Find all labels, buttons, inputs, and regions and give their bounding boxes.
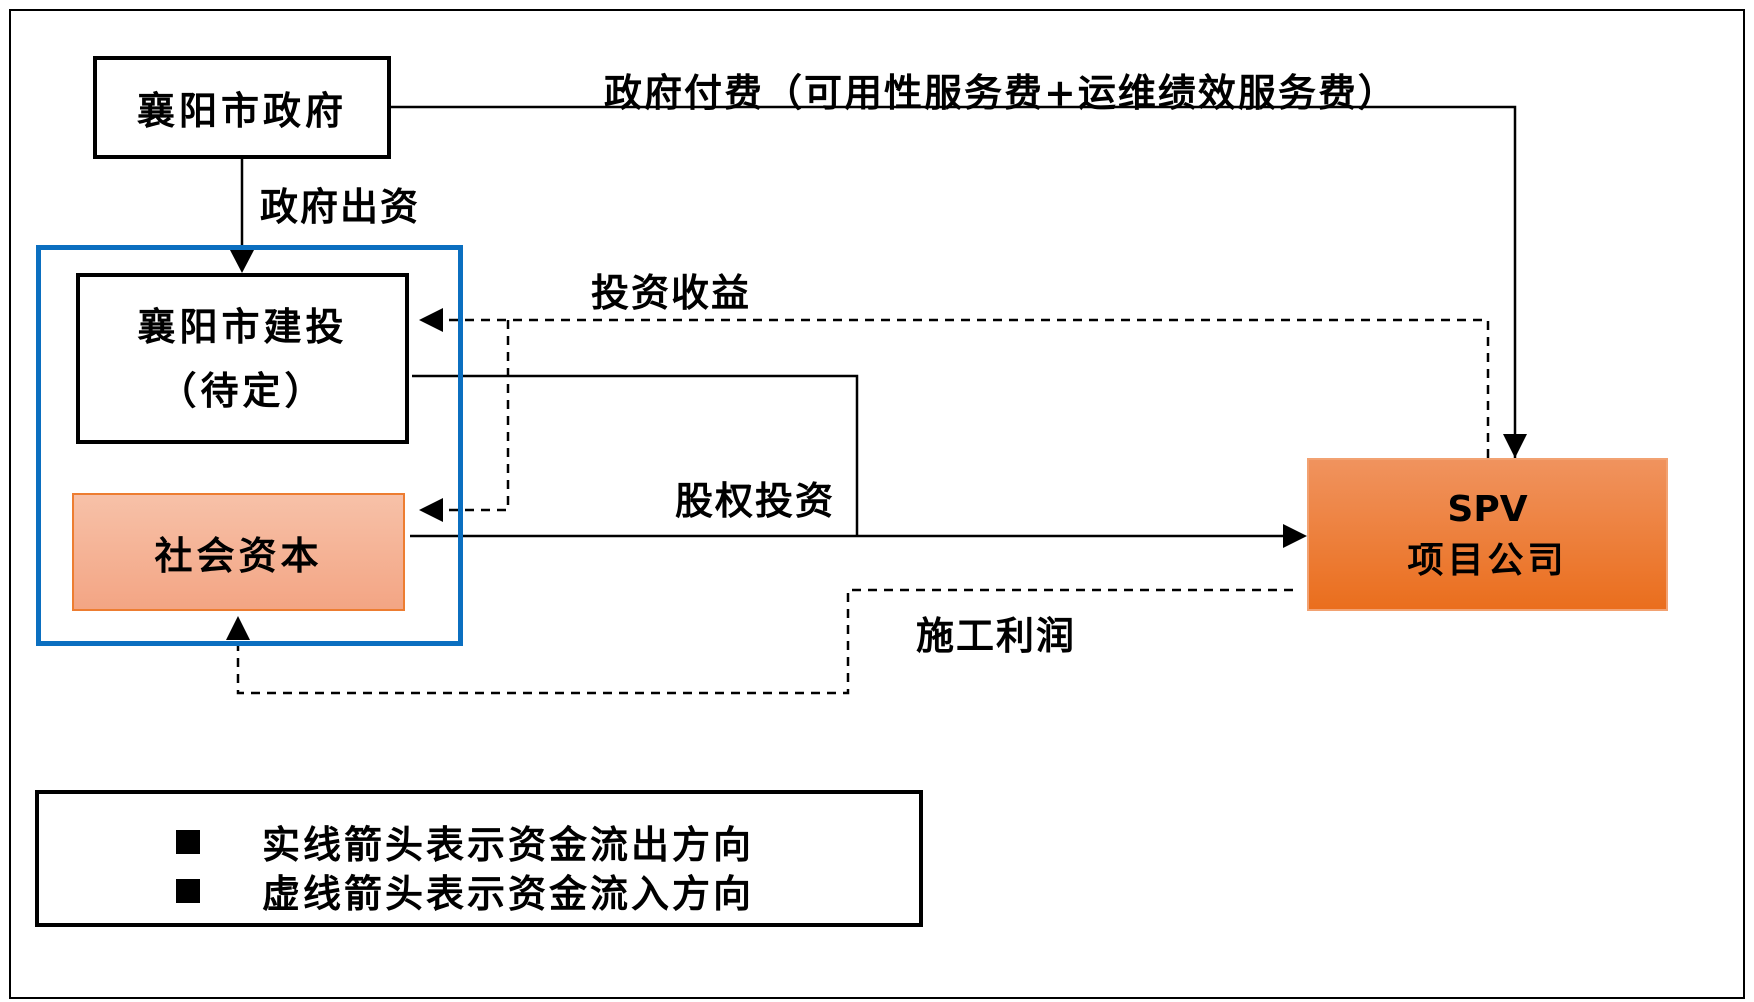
legend-item-dashed: 虚线箭头表示资金流入方向 [176, 863, 754, 918]
social-capital-label: 社会资本 [154, 532, 323, 578]
government-and-social-capital-group [36, 245, 463, 646]
government-capital-arrowhead [230, 250, 254, 273]
square-bullet-icon [176, 878, 200, 903]
equity-investment-arrowhead [1283, 524, 1307, 548]
government-payment-line [391, 105, 1517, 458]
construction-investment-node: 襄阳市建投 （待定） [76, 273, 409, 444]
construction-profit-label: 施工利润 [916, 613, 1077, 658]
legend-text-dashed: 虚线箭头表示资金流入方向 [262, 871, 755, 916]
government-label: 襄阳市政府 [136, 88, 347, 133]
investment-return-arrowhead-social [419, 498, 443, 522]
government-payment-arrowhead [1503, 434, 1527, 458]
government-capital-label: 政府出资 [260, 184, 421, 229]
investment-return-label: 投资收益 [591, 270, 752, 315]
spv-node: SPV 项目公司 [1307, 458, 1668, 611]
social-capital-node: 社会资本 [72, 493, 405, 611]
equity-investment-line-construction [412, 374, 859, 536]
investment-return-line [440, 318, 1490, 458]
construction-profit-line [236, 588, 1293, 695]
investment-return-arrowhead-construction [419, 308, 443, 332]
construction-profit-arrowhead [226, 616, 250, 640]
spv-label-zh: 项目公司 [1407, 538, 1568, 581]
legend-text-solid: 实线箭头表示资金流出方向 [262, 822, 755, 867]
construction-investment-sublabel: （待定） [158, 367, 327, 413]
legend-box: 实线箭头表示资金流出方向 虚线箭头表示资金流入方向 [35, 790, 923, 927]
square-bullet-icon [176, 829, 200, 854]
government-payment-label: 政府付费（可用性服务费+运维绩效服务费） [604, 70, 1398, 115]
construction-investment-label: 襄阳市建投 [137, 303, 348, 349]
equity-investment-label: 股权投资 [675, 478, 836, 523]
government-node: 襄阳市政府 [93, 56, 391, 159]
legend-item-solid: 实线箭头表示资金流出方向 [176, 814, 754, 869]
diagram-frame [9, 9, 1745, 999]
spv-label-en: SPV [1447, 488, 1528, 530]
